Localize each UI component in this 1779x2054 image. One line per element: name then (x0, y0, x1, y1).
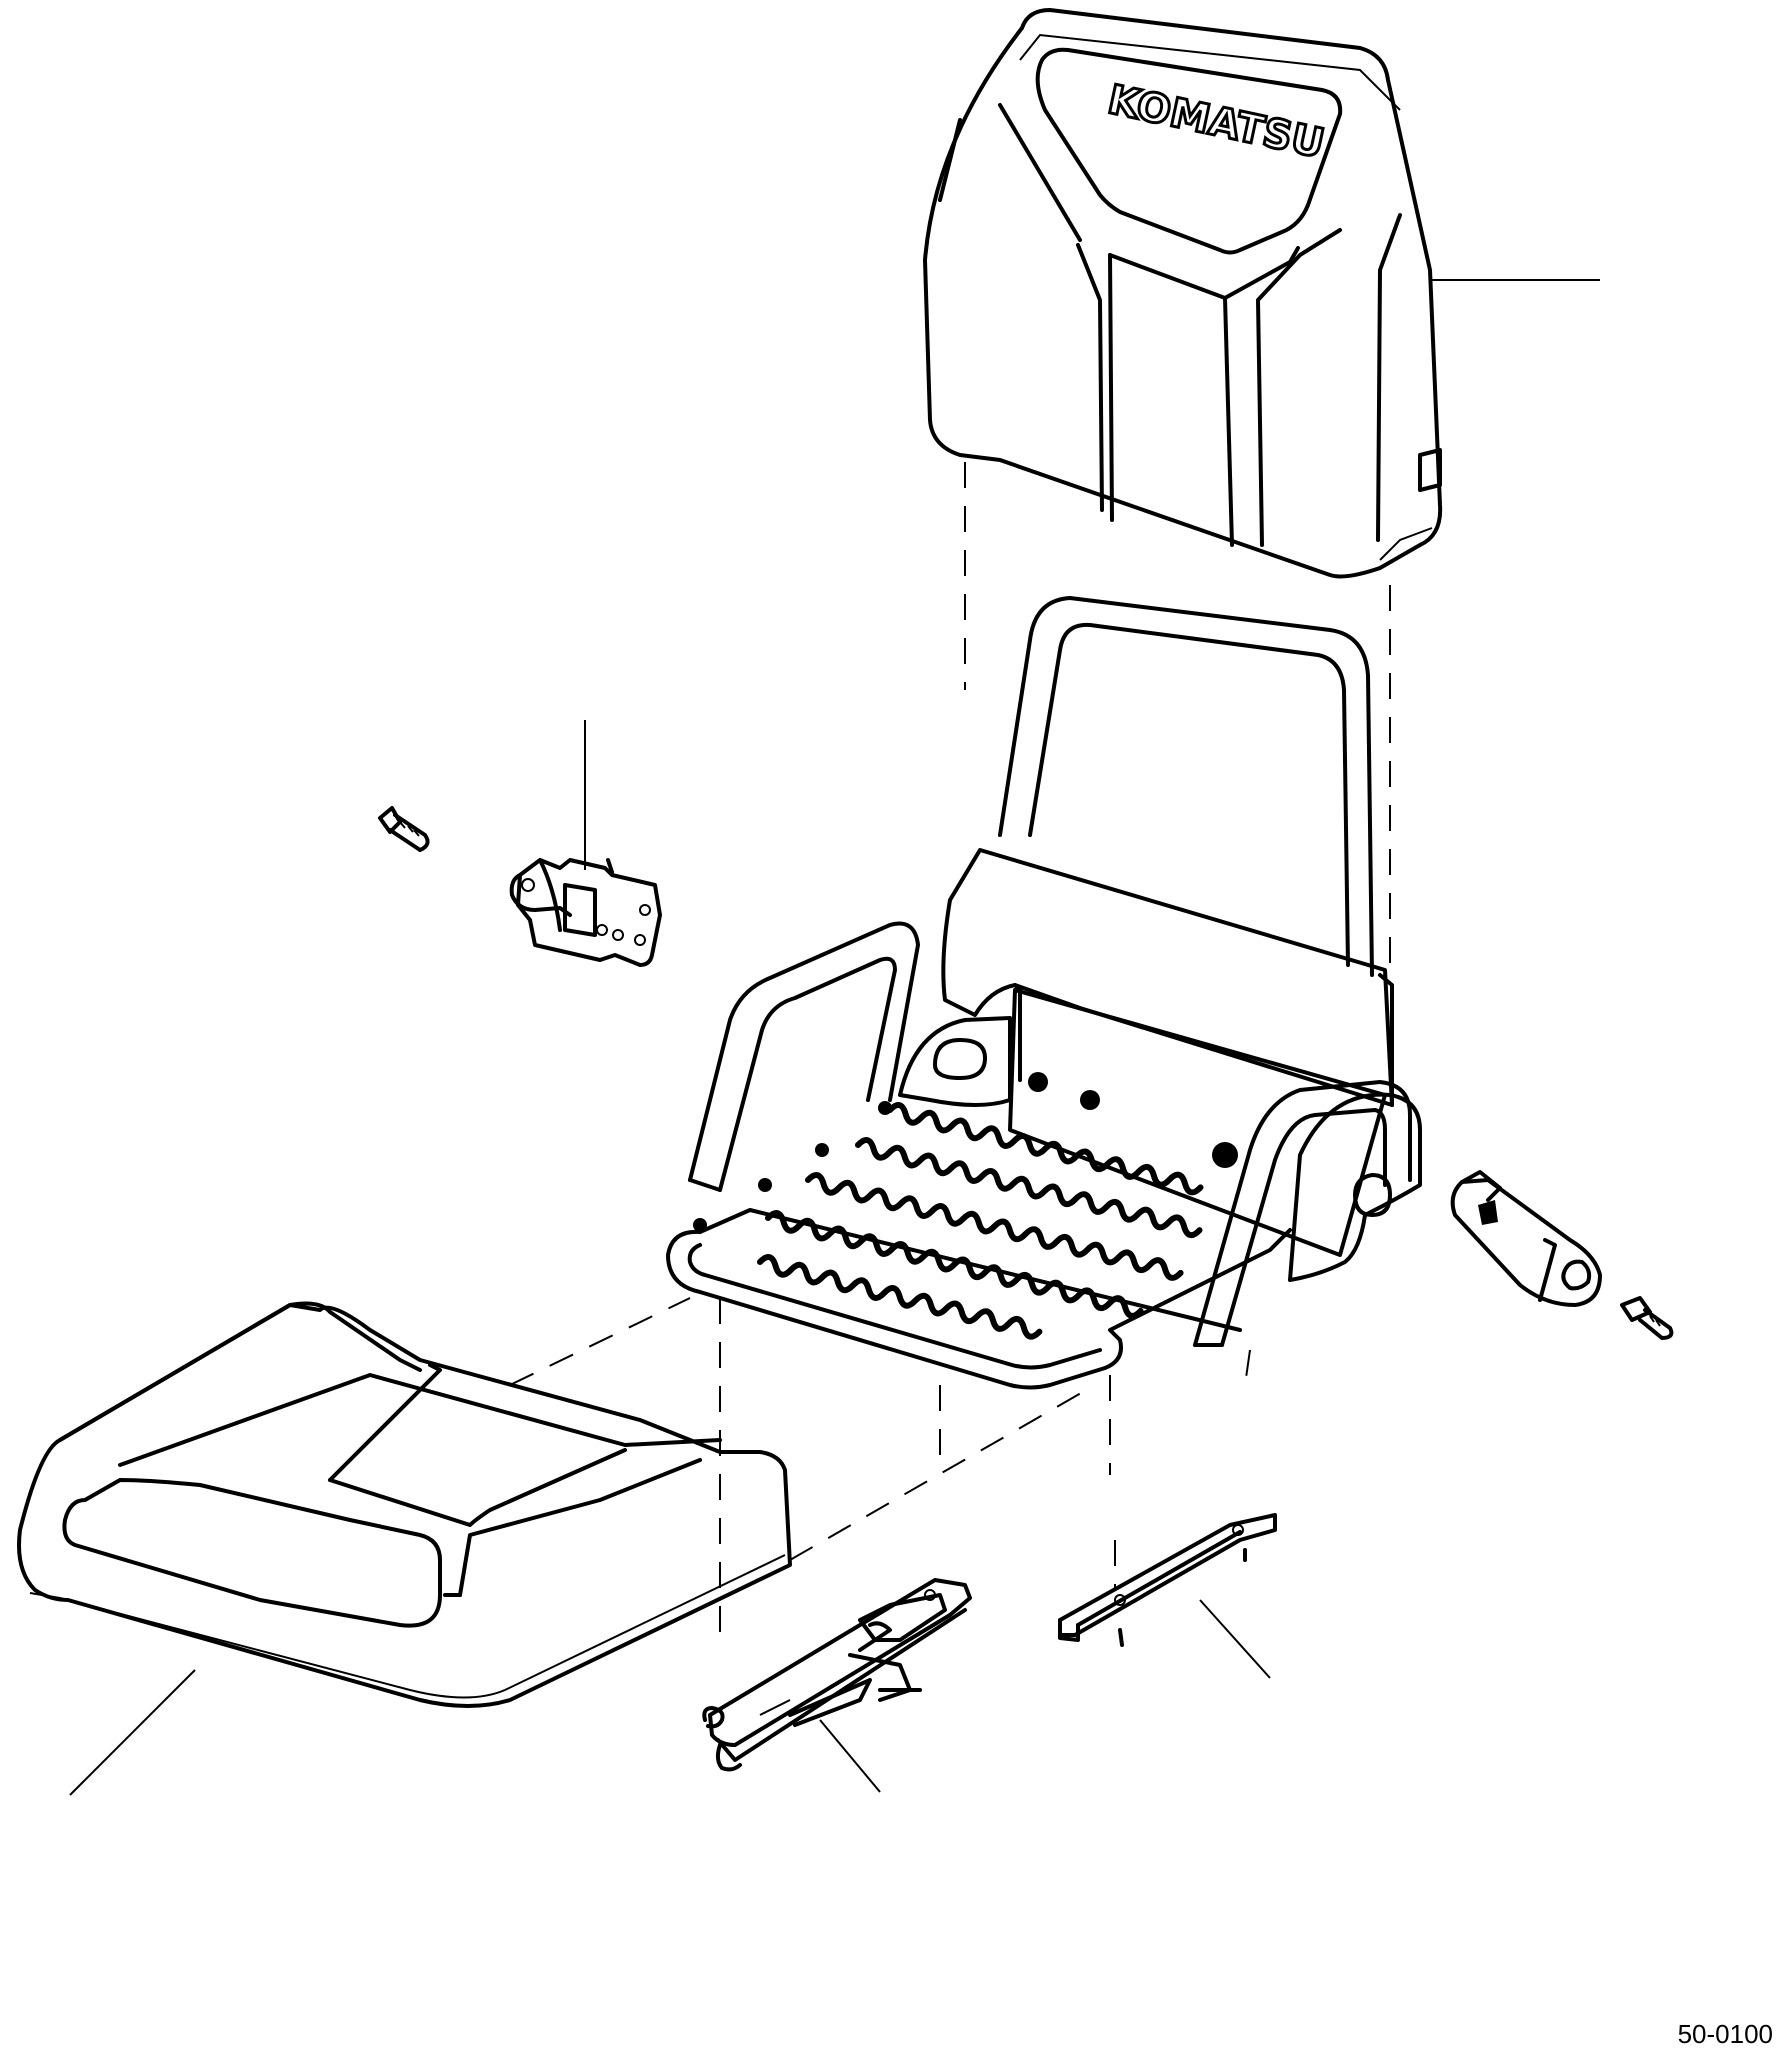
right-slide-rail (1058, 1513, 1277, 1679)
backrest-cushion: KOMATSU (923, 8, 1600, 579)
right-armrest-bracket (1450, 1170, 1602, 1307)
logo-mark: KOMATSU (1102, 75, 1329, 169)
logo-text: KOMATSU (1104, 77, 1328, 168)
assembly-line-frame-cushion (509, 1297, 691, 1386)
left-armrest-bracket (509, 720, 662, 967)
assembly-line-cushion-front (789, 1384, 1096, 1561)
drawing-number: 50-0100 (1677, 2019, 1773, 2049)
left-bolt (378, 806, 430, 852)
seat-springs (757, 1102, 1204, 1340)
right-bolt (1620, 1296, 1674, 1340)
seat-frame (666, 596, 1422, 1390)
seat-cushion (17, 1301, 792, 1796)
assembly-line-left-bracket (1244, 1349, 1251, 1386)
left-slide-rail (702, 1578, 972, 1793)
